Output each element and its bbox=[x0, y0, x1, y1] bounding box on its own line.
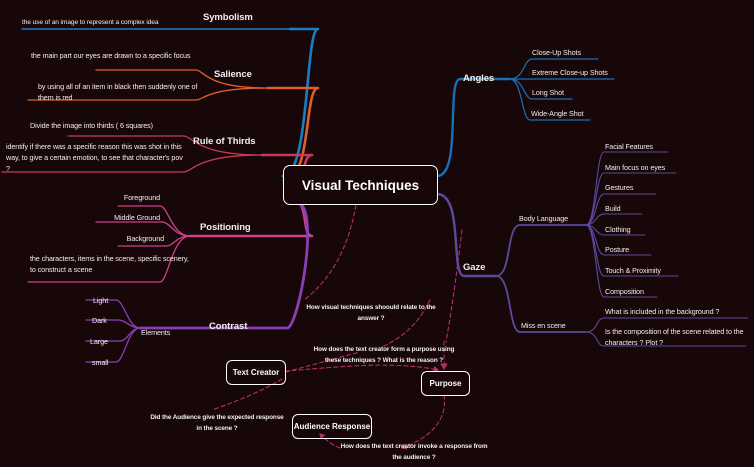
branch-label-salience[interactable]: Salience bbox=[214, 69, 252, 80]
leaf-miss-0: What is included in the background ? bbox=[605, 307, 720, 316]
branch-label-contrast[interactable]: Contrast bbox=[209, 321, 248, 332]
node-audience-response-label: Audience Response bbox=[293, 422, 371, 431]
leaf-rule-of-thirds-1: identify if there was a specific reason … bbox=[6, 142, 183, 173]
leaf-positioning-3: the characters, items in the scene, spec… bbox=[30, 254, 189, 274]
leaf-positioning-2: Background bbox=[126, 234, 164, 243]
annotation-form-purpose: How does the text creator form a purpose… bbox=[313, 346, 455, 364]
center-node[interactable]: Visual Techniques bbox=[283, 165, 438, 205]
leaf-symbolism-0: the use of an image to represent a compl… bbox=[22, 19, 159, 26]
leaf-elements-light: Light bbox=[93, 296, 109, 305]
node-audience-response[interactable]: Audience Response bbox=[292, 414, 372, 439]
branch-line-gaze bbox=[435, 151, 749, 347]
node-text-creator-label: Text Creator bbox=[232, 368, 280, 377]
center-node-label: Visual Techniques bbox=[301, 177, 420, 193]
leaf-salience-1: by using all of an item in black then su… bbox=[38, 82, 198, 102]
node-purpose[interactable]: Purpose bbox=[421, 371, 470, 396]
leaf-body-6: Touch & Proximity bbox=[605, 266, 661, 275]
annotation-relate-answer: How visual techniques shoould relate to … bbox=[306, 304, 436, 322]
leaf-angles-3: Wide-Angle Shot bbox=[531, 109, 584, 118]
leaf-elements-small: small bbox=[92, 358, 109, 367]
node-text-creator[interactable]: Text Creator bbox=[226, 360, 286, 385]
branch-label-angles[interactable]: Angles bbox=[463, 73, 495, 84]
leaf-angles-1: Extreme Close-up Shots bbox=[532, 68, 608, 77]
leaf-body-0: Facial Features bbox=[605, 142, 654, 151]
branch-label-symbolism[interactable]: Symbolism bbox=[203, 12, 253, 23]
annotation-expected-response: Did the Audience give the expected respo… bbox=[150, 414, 284, 432]
leaf-miss-1: Is the composition of the scene related … bbox=[605, 327, 744, 347]
annotation-invoke-response: How does the text creator invoke a respo… bbox=[340, 443, 488, 461]
branch-label-positioning[interactable]: Positioning bbox=[200, 222, 251, 233]
branch-line-angles bbox=[435, 58, 615, 178]
leaf-elements-large: Large bbox=[90, 337, 108, 346]
sub-label-miss-en-scene[interactable]: Miss en scene bbox=[521, 321, 566, 330]
leaf-body-5: Posture bbox=[605, 245, 630, 254]
leaf-angles-2: Long Shot bbox=[532, 88, 564, 97]
leaf-body-1: Main focus on eyes bbox=[605, 163, 666, 172]
leaf-salience-0: the main part our eyes are drawn to a sp… bbox=[31, 51, 191, 60]
dashed-links bbox=[211, 204, 463, 450]
leaf-body-2: Gestures bbox=[605, 183, 634, 192]
sub-label-elements[interactable]: Elements bbox=[141, 328, 171, 337]
leaf-angles-0: Close-Up Shots bbox=[532, 48, 581, 57]
branch-line-contrast bbox=[85, 202, 309, 363]
leaf-positioning-1: Middle Ground bbox=[114, 213, 160, 222]
branch-label-gaze[interactable]: Gaze bbox=[463, 262, 486, 273]
leaf-positioning-0: Foreground bbox=[123, 193, 160, 202]
leaf-body-7: Composition bbox=[605, 287, 644, 296]
leaf-elements-dark: Dark bbox=[92, 316, 107, 325]
branch-label-rule-of-thirds[interactable]: Rule of Thirds bbox=[193, 136, 256, 147]
leaf-body-4: Clothing bbox=[605, 225, 631, 234]
sub-label-body-language[interactable]: Body Language bbox=[519, 214, 569, 223]
node-purpose-label: Purpose bbox=[429, 379, 462, 388]
leaf-body-3: Build bbox=[605, 204, 621, 213]
leaf-rule-of-thirds-0: Divide the image into thirds ( 6 squares… bbox=[30, 121, 153, 130]
